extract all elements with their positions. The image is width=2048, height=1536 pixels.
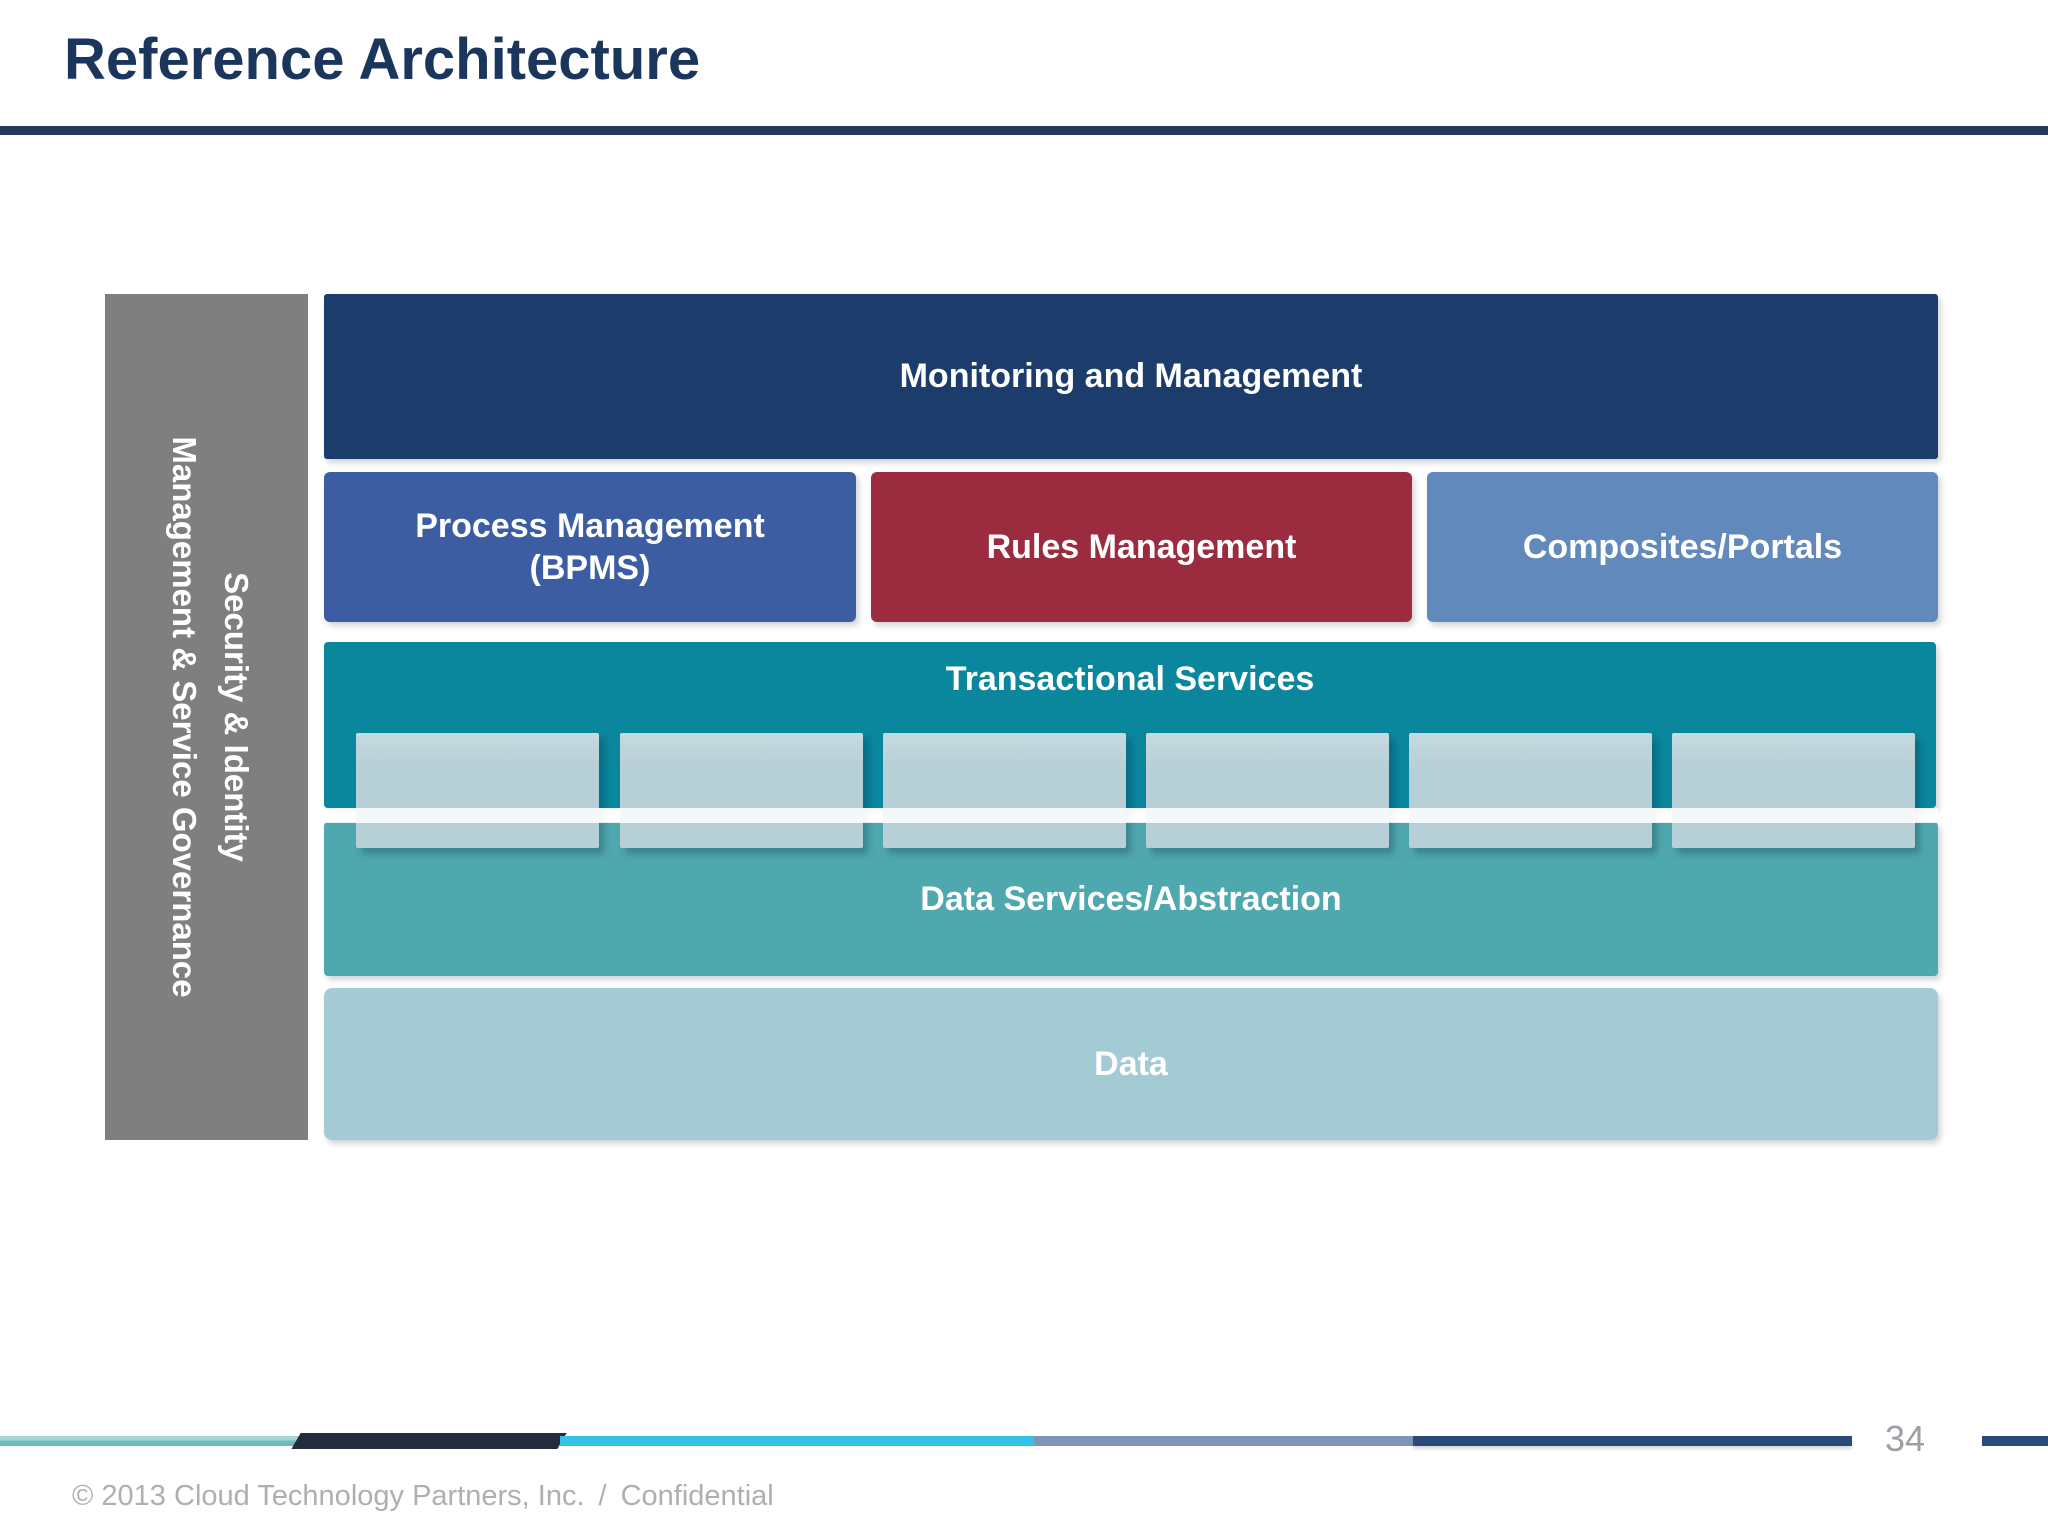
footer-line-segment-navy [1413,1436,1852,1446]
page-title: Reference Architecture [64,27,701,92]
rules-management-box: Rules Management [871,472,1412,622]
service-placeholder-box [1409,733,1652,848]
sidebar-label-line1: Security & Identity [218,572,255,862]
footer-separator: / [598,1480,607,1512]
service-placeholder-box [883,733,1126,848]
footer-copyright: © 2013 Cloud Technology Partners, Inc. / C… [72,1480,774,1513]
footer-confidential-text: Confidential [620,1480,774,1512]
page-number: 34 [1884,1418,1926,1459]
monitoring-management-layer: Monitoring and Management [324,294,1938,459]
sidebar-label-line2: Management & Service Governance [166,436,203,998]
composites-portals-box: Composites/Portals [1427,472,1938,622]
sidebar-security-governance-label: Security & Identity Management & Service… [152,294,262,1140]
process-management-label-line2: (BPMS) [529,549,651,587]
data-label: Data [1094,1044,1168,1083]
service-placeholder-box [1146,733,1389,848]
rules-management-label: Rules Management [986,527,1297,566]
process-management-label-line1: Process Management [415,506,765,545]
footer-line-segment-grayblue [1034,1436,1413,1446]
composites-portals-label: Composites/Portals [1522,527,1843,566]
sidebar-security-governance-bar [105,294,308,1140]
transactional-services-label: Transactional Services [945,660,1315,698]
service-placeholder-box [1672,733,1915,848]
footer-copyright-text: © 2013 Cloud Technology Partners, Inc. [72,1480,585,1512]
footer-line-segment-navy-tail [1982,1436,2048,1446]
data-services-abstraction-label: Data Services/Abstraction [920,879,1342,918]
service-placeholder-box [620,733,863,848]
service-placeholder-box [356,733,599,848]
footer-line-segment-dark [291,1433,567,1449]
monitoring-management-label: Monitoring and Management [899,357,1363,396]
footer-line-segment-teal [0,1436,300,1446]
footer-line-segment-cyan [560,1436,1034,1446]
process-management-box: Process Management (BPMS) [324,472,856,622]
header-rule [0,126,2048,135]
layer-gap-strip [324,808,1938,823]
process-management-label: Process Management (BPMS) [415,505,765,590]
data-layer: Data [324,988,1938,1140]
